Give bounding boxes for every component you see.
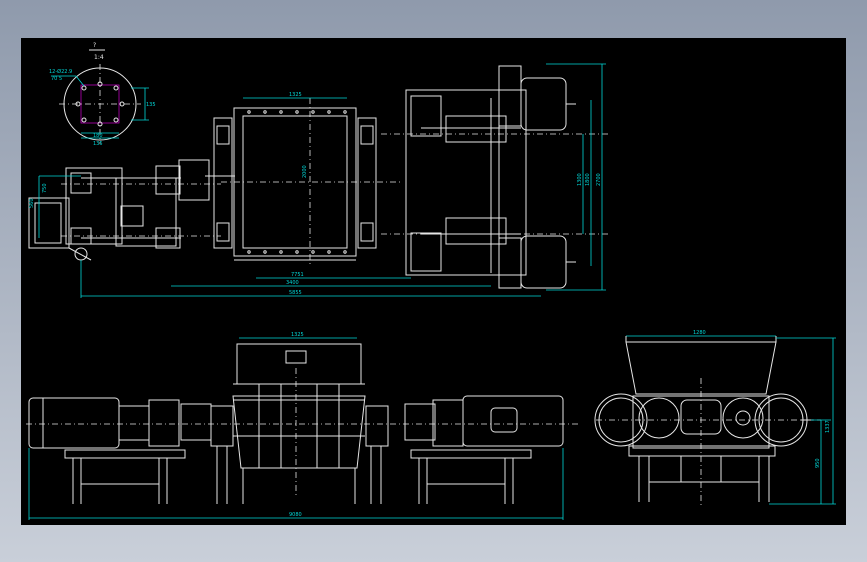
- plan-dim-left-1: 560: [29, 198, 35, 208]
- detail-dim-bottom-2: 135: [93, 141, 103, 147]
- plan-view: 560 750 1325 2000: [28, 63, 611, 298]
- plan-dim-left-2: 750: [42, 183, 48, 193]
- plan-dim-right-1: 1300: [577, 173, 583, 186]
- front-dim-bottom: 9080: [289, 512, 302, 518]
- side-dim-right-1: 1337: [825, 420, 831, 433]
- side-elevation-view: 1280 1337 950: [594, 330, 836, 508]
- front-dim-top: 1325: [291, 332, 304, 338]
- detail-annotation-2: 70 5: [51, 76, 62, 82]
- detail-annotation-1: 12-Ø22.9: [49, 68, 72, 75]
- side-dim-right-2: 950: [815, 458, 821, 468]
- plan-dim-bottom-3: 5855: [289, 290, 302, 296]
- plan-dim-bottom-2: 3400: [286, 280, 299, 286]
- detail-dim-bottom-1: 180: [93, 133, 103, 139]
- flange-detail-view: ? 1:4 12-Ø22.9 70 5 135 180 135: [49, 42, 156, 147]
- detail-ref-top: ?: [93, 42, 96, 49]
- detail-dim-right: 135: [146, 102, 156, 108]
- plan-dim-right-3: 2700: [596, 173, 602, 186]
- side-dim-top: 1280: [693, 330, 706, 336]
- plan-dim-bottom-1: 7751: [291, 272, 304, 278]
- cad-drawing-sheet: ? 1:4 12-Ø22.9 70 5 135 180 135: [21, 38, 846, 525]
- plan-dim-hopper-height: 2000: [302, 165, 308, 178]
- plan-dim-right-2: 1800: [585, 173, 591, 186]
- cad-drawing: ? 1:4 12-Ø22.9 70 5 135 180 135: [26, 42, 836, 520]
- front-elevation-view: 1325: [26, 332, 581, 520]
- plan-dim-top: 1325: [289, 92, 302, 98]
- detail-ref-scale: 1:4: [94, 54, 104, 61]
